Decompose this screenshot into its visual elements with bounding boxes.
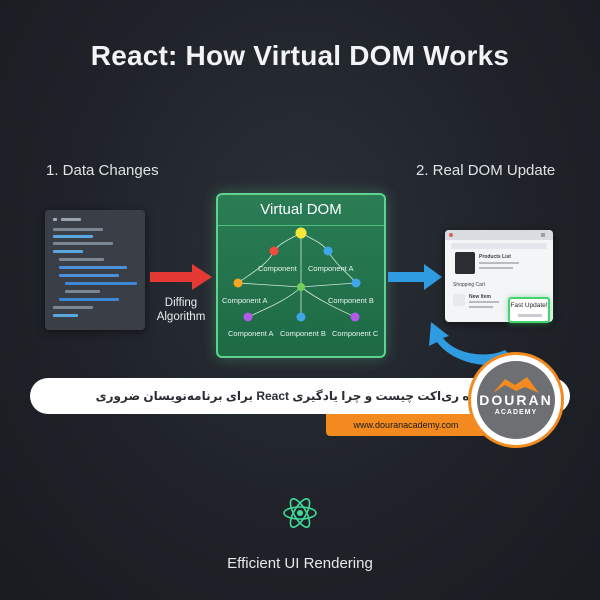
vdom-node xyxy=(233,278,243,288)
step-data-changes-label: 1. Data Changes xyxy=(46,162,159,179)
code-line xyxy=(53,242,113,245)
vdom-node-label: Component A xyxy=(308,264,354,273)
code-line xyxy=(59,298,119,301)
logo-inner-circle: DOURAN ACADEMY xyxy=(477,361,555,439)
window-close-icon xyxy=(449,233,453,237)
blue-arrow-icon xyxy=(388,264,442,290)
vdom-node-label: Component A xyxy=(228,329,274,338)
text-placeholder-line xyxy=(518,314,542,317)
virtual-dom-divider xyxy=(218,225,384,226)
logo-brand-text: DOURAN xyxy=(479,392,553,408)
vdom-node xyxy=(351,278,361,288)
vdom-node xyxy=(323,246,333,256)
vdom-node xyxy=(269,246,279,256)
cart-icon xyxy=(453,294,465,306)
virtual-dom-title: Virtual DOM xyxy=(260,201,342,218)
code-line xyxy=(59,274,119,277)
text-placeholder-line xyxy=(469,301,499,303)
logo-sub-text: ACADEMY xyxy=(494,409,538,416)
step-real-dom-update-label: 2. Real DOM Update xyxy=(416,162,556,179)
virtual-dom-panel: Virtual DOM Component Component A Compon… xyxy=(216,193,386,358)
vdom-node xyxy=(296,312,306,322)
fast-update-badge: Fast Update! xyxy=(508,297,550,323)
website-url: www.douranacademy.com xyxy=(353,420,459,430)
vdom-node xyxy=(350,312,360,322)
vdom-node-label: Component B xyxy=(280,329,326,338)
shopping-cart-label: Shopping Cart xyxy=(453,282,485,288)
code-line xyxy=(65,290,100,293)
products-list-title: Products List xyxy=(479,254,511,260)
vdom-node-label: Component B xyxy=(328,296,374,305)
logo-wing-icon xyxy=(493,377,539,393)
vdom-node xyxy=(297,283,305,291)
vdom-node-label: Component A xyxy=(222,296,268,305)
browser-url-bar xyxy=(451,243,547,249)
code-line xyxy=(65,282,137,285)
vdom-node xyxy=(243,312,253,322)
browser-titlebar xyxy=(445,230,553,240)
code-line xyxy=(53,235,93,238)
diffing-algorithm-label: Diffing Algorithm xyxy=(146,296,216,324)
website-url-bar[interactable]: www.douranacademy.com xyxy=(326,414,486,436)
text-placeholder-line xyxy=(479,262,519,264)
efficient-ui-rendering-label: Efficient UI Rendering xyxy=(227,555,373,572)
code-line xyxy=(59,258,104,261)
code-line xyxy=(59,266,127,269)
new-item-label: New Item xyxy=(469,294,491,300)
code-editor-card xyxy=(45,210,145,330)
loop-arrow-icon xyxy=(429,322,515,366)
red-arrow-icon xyxy=(150,264,212,290)
page-title: React: How Virtual DOM Works xyxy=(90,40,510,71)
window-control-icon xyxy=(541,233,545,237)
diffing-label-line1: Diffing xyxy=(164,297,198,309)
code-line xyxy=(61,218,81,221)
code-line xyxy=(53,250,83,253)
promo-banner-text: دوره ری‌اکت چیست و چرا یادگیری React برا… xyxy=(95,389,490,439)
vdom-node-label: Component xyxy=(258,264,297,273)
text-placeholder-line xyxy=(479,267,513,269)
text-placeholder-line xyxy=(469,306,493,308)
vdom-node-root xyxy=(295,227,307,239)
douran-academy-logo: DOURAN ACADEMY xyxy=(468,352,564,448)
fast-update-label: Fast Update! xyxy=(510,302,548,309)
virtual-dom-tree xyxy=(233,227,361,322)
code-line xyxy=(53,314,78,317)
product-image xyxy=(455,252,475,274)
code-line xyxy=(53,228,103,231)
vdom-node-label: Component C xyxy=(332,329,379,338)
code-line xyxy=(53,218,57,221)
diffing-label-line2: Algorithm xyxy=(156,311,206,323)
code-line xyxy=(53,306,93,309)
react-atom-icon xyxy=(283,498,317,528)
